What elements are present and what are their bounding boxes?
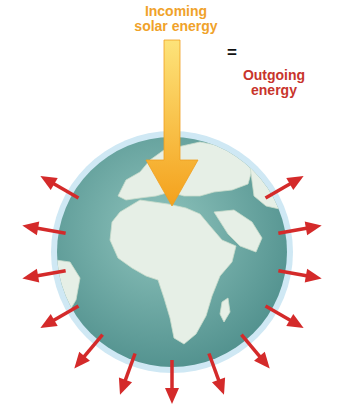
- ray-head: [286, 314, 303, 328]
- ray-shaft: [241, 335, 260, 358]
- ray-head: [305, 221, 322, 235]
- incoming-arrow: [146, 40, 198, 206]
- ray-shaft: [83, 335, 102, 358]
- ray-head: [286, 176, 303, 190]
- ray-shaft: [278, 271, 308, 276]
- ray-head: [212, 377, 225, 394]
- madagascar: [220, 298, 230, 322]
- ray-head: [40, 176, 57, 190]
- ray-shaft: [278, 228, 308, 233]
- ray-head: [254, 352, 270, 369]
- ray-shaft: [170, 360, 174, 390]
- ray-head: [74, 352, 90, 369]
- arabia: [214, 210, 262, 252]
- ray-head: [119, 377, 132, 394]
- asia: [250, 160, 296, 210]
- ray-head: [22, 221, 39, 235]
- equals-sign: =: [222, 44, 242, 63]
- ray-head: [305, 269, 322, 283]
- ray-shaft: [52, 306, 78, 321]
- ray-shaft: [36, 271, 66, 276]
- incoming-label: Incoming solar energy: [130, 4, 222, 35]
- ray-shaft: [266, 306, 292, 321]
- ray-head: [40, 314, 57, 328]
- ray-head: [165, 388, 179, 404]
- ray-shaft: [125, 353, 135, 381]
- ray-head: [22, 269, 39, 283]
- ray-shaft: [36, 228, 66, 233]
- ray-shaft: [52, 183, 78, 198]
- africa: [110, 200, 236, 344]
- outgoing-label: Outgoing energy: [234, 68, 314, 99]
- ray-shaft: [209, 353, 219, 381]
- ray-shaft: [266, 183, 292, 198]
- outgoing-arrows: [22, 176, 321, 404]
